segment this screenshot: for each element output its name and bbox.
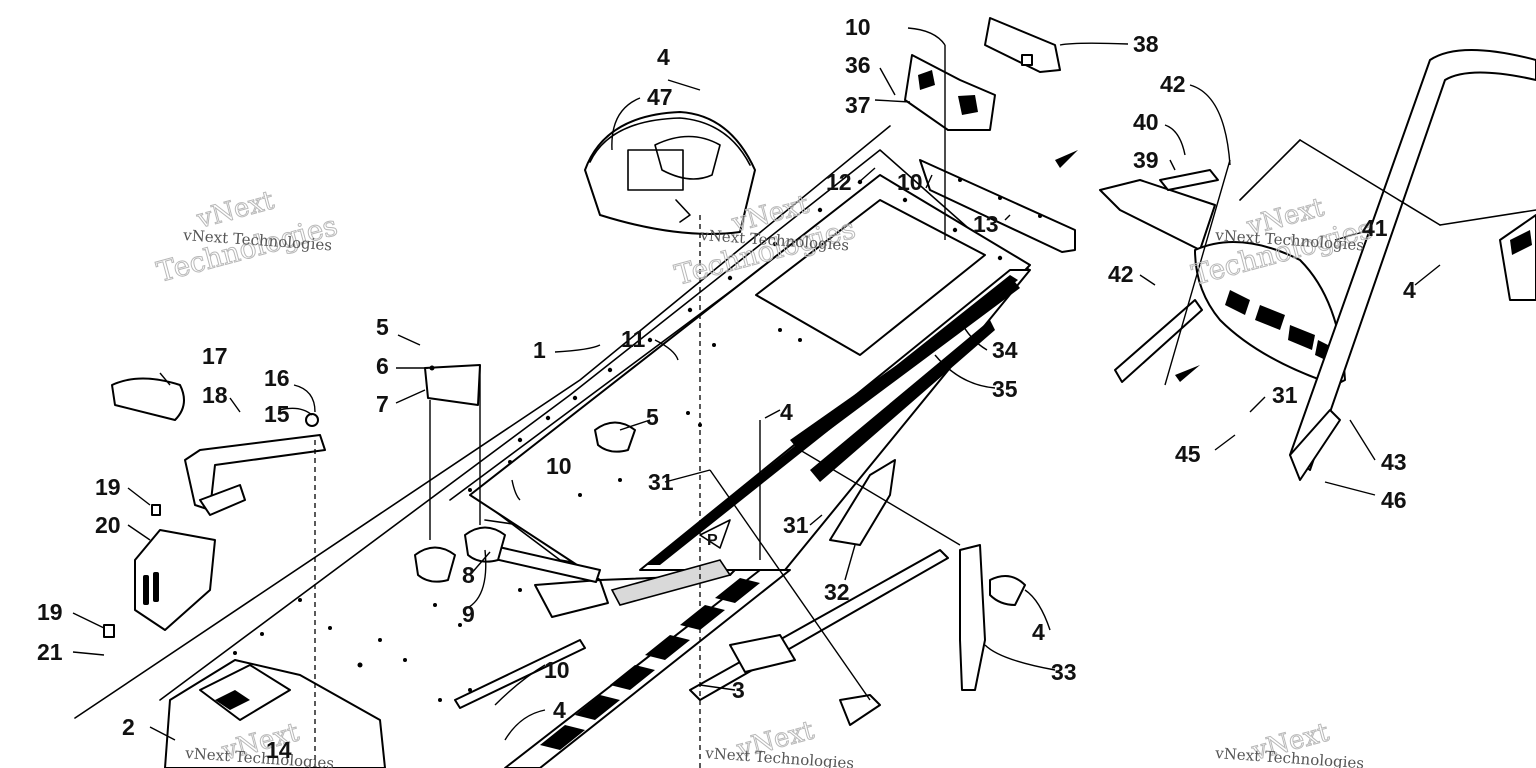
callout-5-left: 5 — [376, 314, 389, 340]
callout-12: 12 — [826, 169, 852, 195]
callout-11: 11 — [621, 326, 646, 352]
callout-14: 14 — [266, 737, 292, 763]
tunnel-holes — [468, 179, 1003, 497]
arrow-marker-top — [1055, 150, 1078, 168]
callout-6: 6 — [376, 353, 389, 379]
callout-31-center: 31 — [648, 469, 674, 495]
callout-33: 33 — [1051, 659, 1077, 685]
rear-bracket-strip — [919, 159, 1076, 253]
callout-38: 38 — [1133, 31, 1159, 57]
rear-grab-bar — [1239, 49, 1536, 481]
left-side-parts — [103, 377, 326, 638]
callout-19-upper: 19 — [95, 474, 121, 500]
cross-rods — [454, 544, 949, 726]
front-chassis-rail — [504, 559, 791, 768]
callout-32: 32 — [824, 579, 850, 605]
callout-37: 37 — [845, 92, 871, 118]
callout-13: 13 — [973, 211, 999, 237]
callout-42-top: 42 — [1160, 71, 1186, 97]
callout-39: 39 — [1133, 147, 1159, 173]
callout-4-bottom: 4 — [553, 697, 566, 723]
floor-holes — [233, 588, 522, 702]
callout-35: 35 — [992, 376, 1018, 402]
callout-4-right: 4 — [1403, 277, 1416, 303]
callout-20: 20 — [95, 512, 121, 538]
callout-10-middle: 10 — [546, 453, 572, 479]
callout-15: 15 — [264, 401, 290, 427]
callout-18: 18 — [202, 382, 228, 408]
callout-1: 1 — [533, 337, 546, 363]
callout-41: 41 — [1362, 215, 1388, 241]
callout-10-bottom: 10 — [544, 657, 570, 683]
callout-leaders — [72, 27, 1441, 741]
arrow-marker-bottom — [1175, 365, 1200, 382]
small-parts — [414, 364, 636, 583]
callout-31-right: 31 — [783, 512, 809, 538]
callout-9: 9 — [462, 601, 475, 627]
rear-flap-assembly — [1099, 169, 1346, 386]
callout-21: 21 — [37, 639, 63, 665]
callout-31-far-right: 31 — [1272, 382, 1298, 408]
callout-47: 47 — [647, 84, 673, 110]
callout-4-lower-right: 4 — [1032, 619, 1045, 645]
callout-40: 40 — [1133, 109, 1159, 135]
callout-10-top: 10 — [845, 14, 871, 40]
callout-34: 34 — [992, 337, 1018, 363]
callout-7: 7 — [376, 391, 389, 417]
callout-3: 3 — [732, 677, 745, 703]
rear-bumper-parts — [904, 17, 1061, 131]
callout-36: 36 — [845, 52, 871, 78]
callout-43: 43 — [1381, 449, 1407, 475]
svg-text:P: P — [707, 532, 718, 549]
callout-19-lower: 19 — [37, 599, 63, 625]
callout-2: 2 — [122, 714, 135, 740]
callout-numbers: 1 2 3 4 4 4 4 4 5 5 6 7 8 9 10 10 10 10 … — [37, 14, 1416, 763]
right-brackets — [829, 459, 1026, 691]
assembly-lines — [314, 45, 1231, 768]
callout-5-center: 5 — [646, 404, 659, 430]
callout-4-top: 4 — [657, 44, 670, 70]
callout-45: 45 — [1175, 441, 1201, 467]
callout-4-middle: 4 — [780, 399, 793, 425]
callout-17: 17 — [202, 343, 228, 369]
callout-8: 8 — [462, 562, 475, 588]
seat-pad — [584, 111, 756, 235]
callout-10-rear: 10 — [897, 169, 923, 195]
front-bracket — [164, 659, 386, 768]
callout-16: 16 — [264, 365, 290, 391]
callout-42-left: 42 — [1108, 261, 1134, 287]
callout-46: 46 — [1381, 487, 1407, 513]
